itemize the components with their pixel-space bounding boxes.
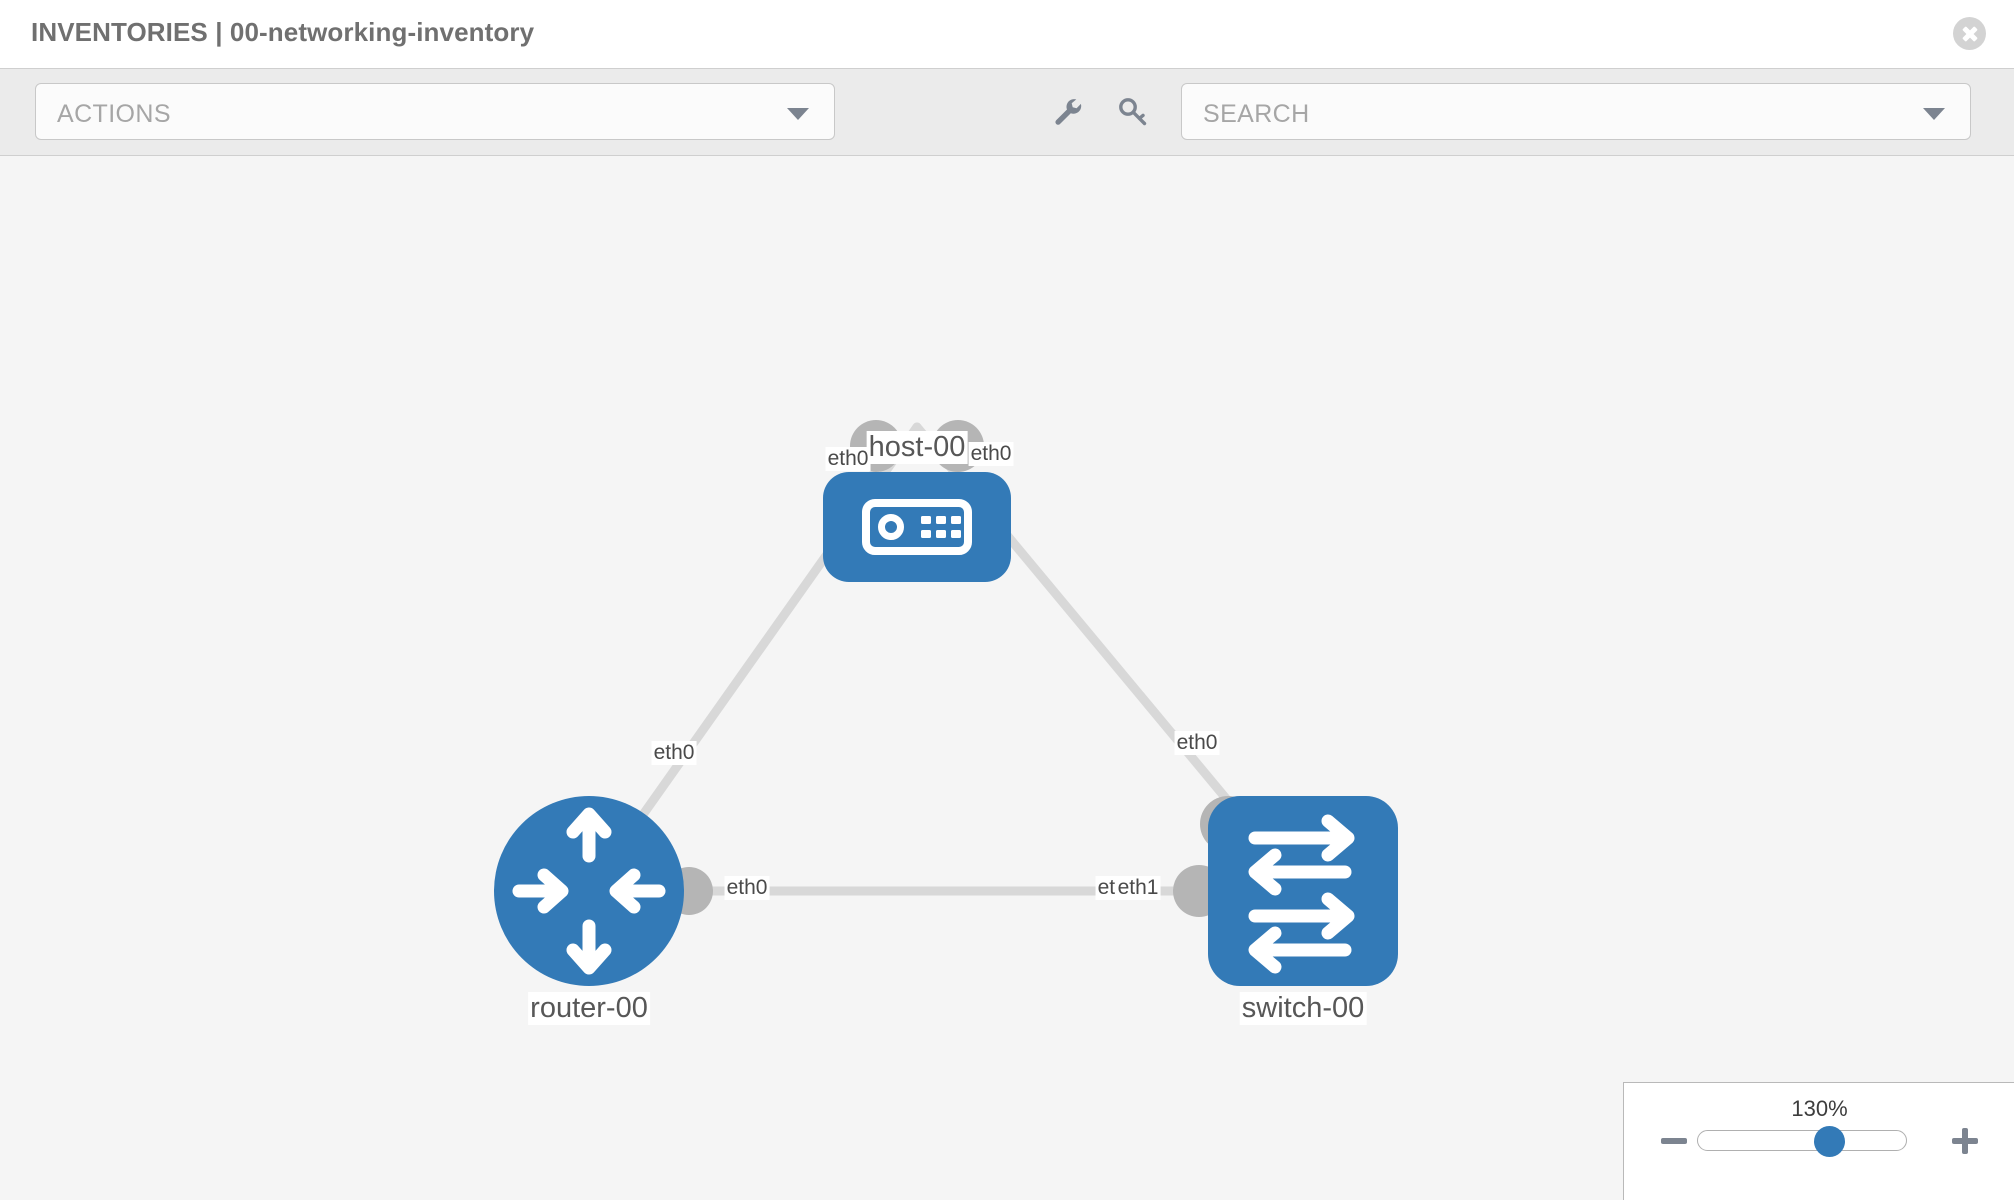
node-switch-00-shape (1208, 796, 1398, 986)
search-placeholder: SEARCH (1203, 100, 1310, 128)
topology-graph (494, 420, 1398, 986)
topology-canvas[interactable]: host-00 router-00 switch-00 eth0 eth0 et… (0, 156, 2014, 1200)
node-host-00 (823, 472, 1011, 582)
close-icon[interactable] (1953, 17, 1986, 50)
zoom-slider-track[interactable] (1697, 1130, 1907, 1151)
node-host-00-shape (823, 472, 1011, 582)
node-router-00 (494, 796, 684, 986)
search-input[interactable]: SEARCH (1181, 83, 1971, 140)
page-title: INVENTORIES | 00-networking-inventory (31, 17, 535, 47)
minus-icon (1661, 1138, 1687, 1144)
port-label-switch00-eth0-uplink: eth0 (1174, 731, 1220, 756)
node-router-00-shape (494, 796, 684, 986)
server-icon (862, 499, 972, 555)
chevron-down-icon[interactable] (1923, 108, 1945, 120)
node-switch-00 (1208, 796, 1398, 986)
port-label-switch00-eth1: eth1 (1115, 876, 1161, 901)
zoom-out-button[interactable] (1659, 1126, 1689, 1156)
zoom-percent-label: 130% (1791, 1096, 1848, 1121)
port-label-host00-eth0-right: eth0 (968, 442, 1014, 467)
plus-icon-v (1962, 1128, 1968, 1154)
toolbar: ACTIONS SEARCH (0, 68, 2014, 156)
node-label-host-00: host-00 (866, 431, 968, 465)
page-header: INVENTORIES | 00-networking-inventory (0, 0, 2014, 68)
switch-arrows-icon (1248, 814, 1355, 974)
node-label-switch-00: switch-00 (1239, 992, 1367, 1026)
chevron-down-icon (787, 108, 809, 120)
port-label-router00-eth0-uplink: eth0 (651, 741, 697, 766)
actions-dropdown[interactable]: ACTIONS (35, 83, 835, 140)
router-arrows-icon (512, 807, 666, 975)
port-label-host00-eth0-left: eth0 (825, 447, 871, 472)
port-label-router00-eth0: eth0 (724, 876, 770, 901)
zoom-slider-thumb[interactable] (1814, 1126, 1846, 1157)
actions-dropdown-label: ACTIONS (57, 100, 171, 128)
zoom-control-panel: 130% (1623, 1082, 2014, 1200)
wrench-icon[interactable] (1052, 96, 1084, 128)
zoom-in-button[interactable] (1950, 1126, 1980, 1156)
node-label-router-00: router-00 (528, 992, 650, 1026)
key-icon[interactable] (1117, 96, 1149, 128)
